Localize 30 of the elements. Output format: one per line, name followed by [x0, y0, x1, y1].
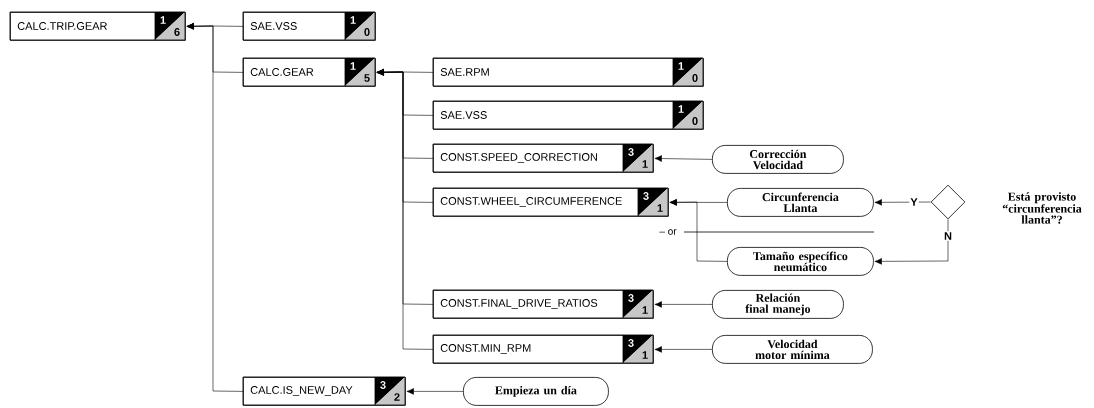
arrow	[406, 388, 464, 395]
variable-box: CONST.SPEED_CORRECTION 3 1	[432, 143, 654, 173]
source-pill: Velocidad motor mínima	[712, 335, 873, 364]
variable-box: CALC.IS_NEW_DAY 3 2	[242, 376, 406, 406]
source-pill: Circunferencia Llanta	[727, 188, 874, 217]
or-label: – or	[658, 228, 678, 236]
arrow	[874, 199, 931, 206]
edge-label: Y	[909, 197, 919, 207]
source-pill: Empieza un día	[463, 377, 609, 406]
source-pill: Relación final manejo	[712, 290, 844, 319]
arrow	[654, 155, 713, 162]
source-pill: Tamaño específico neumático	[727, 247, 874, 276]
source-pill: Corrección Velocidad	[712, 145, 844, 174]
arrow	[669, 199, 728, 262]
variable-box: CALC.GEAR 1 5	[242, 57, 376, 87]
variable-box: CALC.TRIP.GEAR 1 6	[9, 11, 186, 41]
question-text: Está provisto “circunferencia llanta”?	[1002, 192, 1082, 224]
variable-box: CONST.FINAL_DRIVE_RATIOS 3 1	[432, 289, 654, 319]
arrow	[186, 23, 244, 392]
arrow	[376, 69, 434, 350]
arrow	[874, 219, 949, 265]
variable-box: SAE.VSS 1 0	[242, 11, 376, 41]
arrow	[654, 301, 713, 308]
decision-diamond	[930, 184, 966, 220]
variable-box: CONST.WHEEL_CIRCUMFERENCE 3 1	[432, 187, 669, 217]
variable-box: CONST.MIN_RPM 3 1	[432, 334, 654, 364]
variable-box: SAE.VSS 1 0	[432, 100, 704, 130]
variable-box: SAE.RPM 1 0	[432, 57, 704, 87]
edge-label: N	[943, 231, 953, 241]
arrow	[654, 346, 713, 353]
